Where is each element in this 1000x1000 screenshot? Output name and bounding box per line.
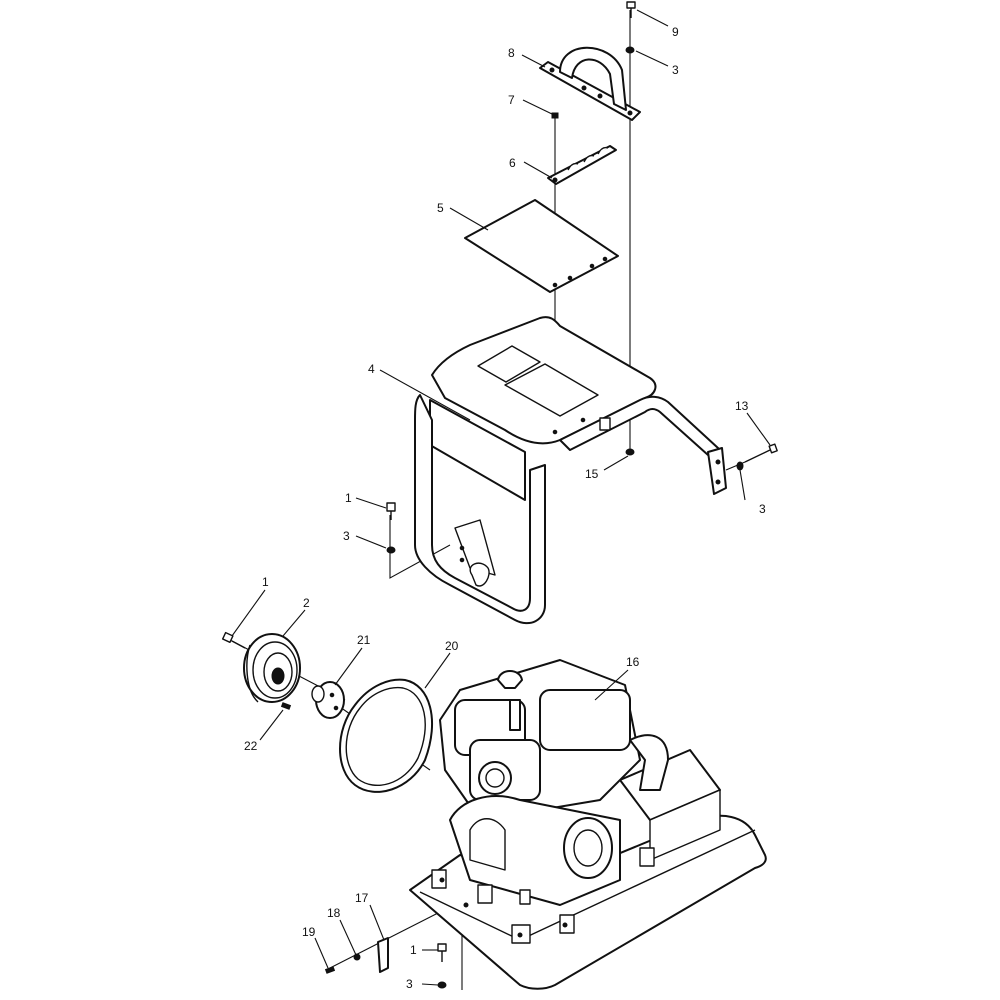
callout-4: 4 [368, 362, 375, 376]
callout-3-right: 3 [759, 502, 766, 516]
callout-20: 20 [445, 639, 459, 653]
callout-13: 13 [735, 399, 749, 413]
callout-21: 21 [357, 633, 371, 647]
callout-9: 9 [672, 25, 679, 39]
plate-5 [464, 199, 619, 293]
callout-17: 17 [355, 891, 369, 905]
pulley-2 [243, 633, 301, 703]
engine-16 [409, 659, 767, 990]
callout-19: 19 [302, 925, 316, 939]
screw-7 [551, 112, 559, 119]
callout-22: 22 [244, 739, 258, 753]
callout-3-bottom: 3 [406, 977, 413, 991]
screw-19 [324, 966, 336, 974]
washer-3-top [625, 46, 635, 54]
callout-3-frame: 3 [343, 529, 350, 543]
washer-3-bottom [437, 981, 447, 989]
bolt-9 [626, 1, 636, 18]
callout-15: 15 [585, 467, 599, 481]
callout-7: 7 [508, 93, 515, 107]
washer-3-frame [386, 546, 396, 554]
callout-8: 8 [508, 46, 515, 60]
bolt-13 [744, 443, 778, 463]
bolt-1-frame [386, 502, 396, 520]
callout-18: 18 [327, 906, 341, 920]
bolt-1-pulley [221, 631, 246, 649]
belt-20 [339, 678, 433, 793]
leader-lines [231, 9, 771, 986]
frame-guard-4 [414, 316, 727, 625]
callout-2: 2 [303, 596, 310, 610]
callout-labels: 9 3 8 7 6 5 4 13 15 3 1 3 1 2 21 20 16 2… [244, 25, 766, 991]
callout-6: 6 [509, 156, 516, 170]
nut-15 [625, 448, 635, 456]
callout-16: 16 [626, 655, 640, 669]
hub-21 [311, 681, 345, 719]
clamp-strip-6 [547, 145, 617, 185]
callout-1-frame: 1 [345, 491, 352, 505]
callout-5: 5 [437, 201, 444, 215]
callout-1-pulley: 1 [262, 575, 269, 589]
bolt-1-bottom [437, 943, 447, 962]
handle-bracket-8 [539, 46, 641, 121]
callout-3-top: 3 [672, 63, 679, 77]
washer-18 [353, 953, 361, 961]
callout-1-bottom: 1 [410, 943, 417, 957]
bracket-17 [377, 937, 389, 973]
screw-22 [280, 702, 292, 710]
